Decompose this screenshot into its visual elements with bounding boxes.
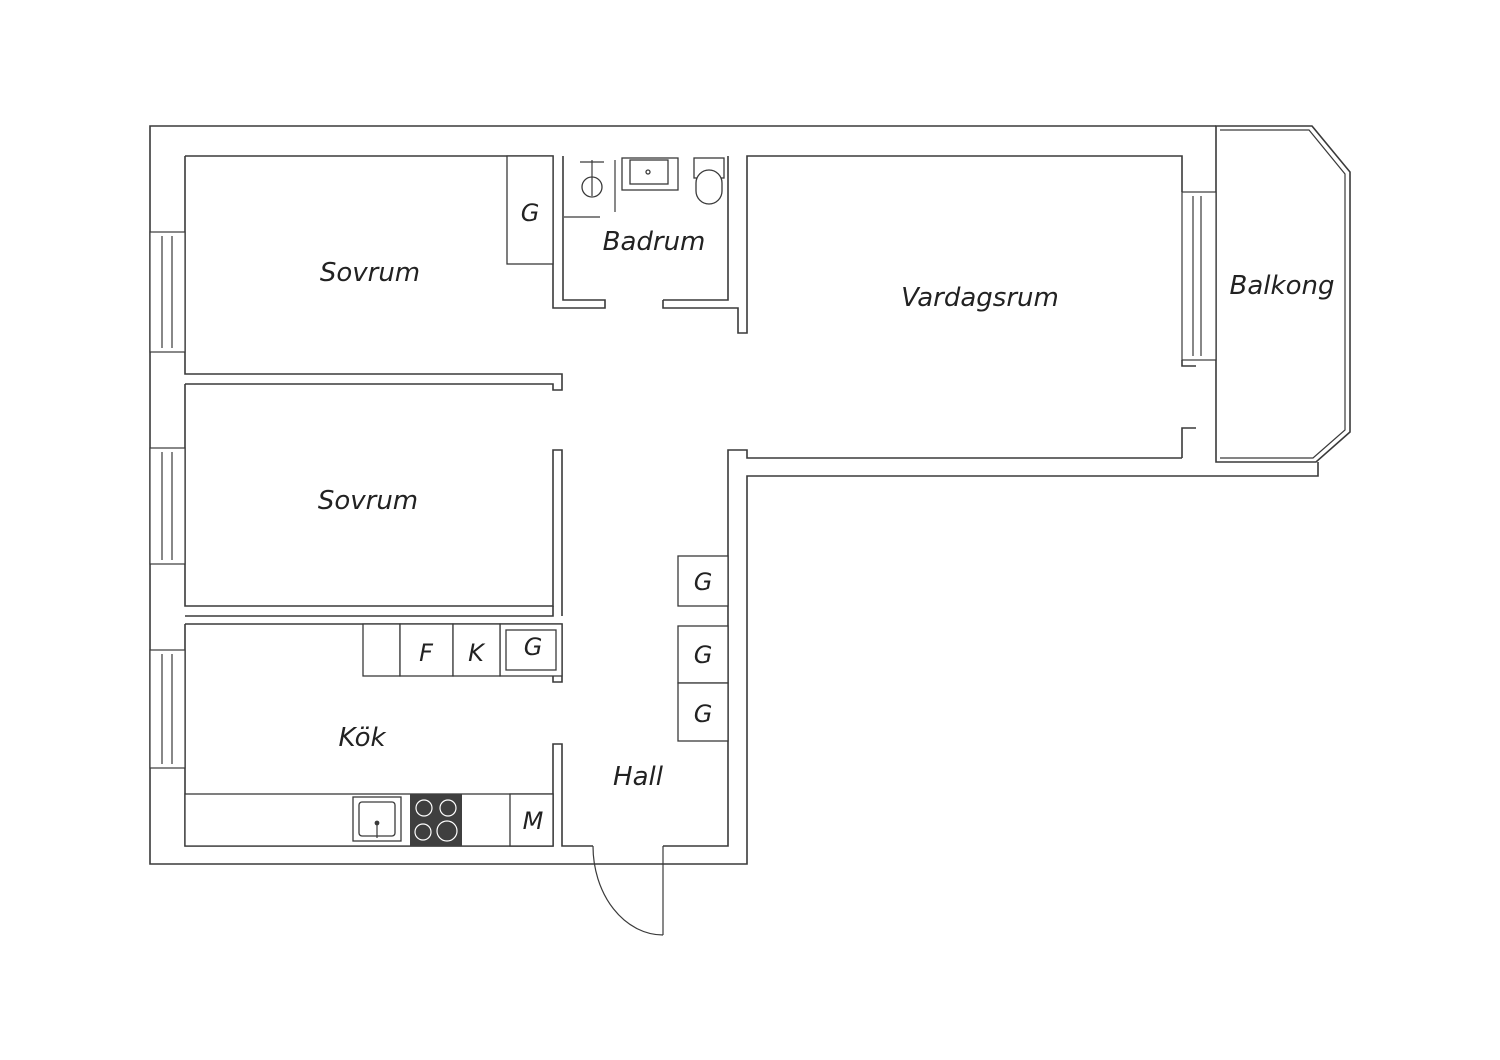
bathroom-fixtures (564, 157, 725, 218)
label-frys: F (419, 639, 434, 667)
label-garderob-hall-3: G (694, 700, 713, 728)
room-labels: Sovrum Badrum Vardagsrum Balkong Sovrum … (318, 227, 1335, 792)
garderob-hall-1 (677, 555, 729, 607)
upper-cabinet (362, 623, 401, 677)
mikro-unit (509, 793, 554, 847)
label-mikro: M (523, 807, 544, 835)
window-kok (149, 649, 186, 769)
garderob-hall-2 (677, 625, 729, 684)
garderob-sovrum (506, 155, 554, 265)
room-label-sovrum-2: Sovrum (318, 486, 418, 516)
storage (499, 155, 729, 742)
label-garderob-sovrum: G (521, 199, 540, 227)
room-label-badrum: Badrum (603, 227, 706, 257)
kitchen-fittings (184, 623, 554, 847)
windows (149, 191, 1217, 769)
room-label-sovrum-1: Sovrum (320, 258, 420, 288)
label-garderob-hall-1: G (694, 568, 713, 596)
room-label-balkong: Balkong (1230, 271, 1335, 301)
label-garderob-hall-2: G (694, 641, 713, 669)
balcony-door (1181, 191, 1217, 361)
label-garderob-kok: G (524, 633, 543, 661)
interior-walls (184, 155, 1196, 847)
fixture-labels: G G G G G F K M (419, 199, 712, 835)
window-sovrum-1 (149, 231, 186, 353)
room-label-vardagsrum: Vardagsrum (901, 283, 1059, 313)
room-label-hall: Hall (613, 762, 664, 792)
label-kyl: K (468, 639, 486, 667)
kyl-unit (452, 623, 501, 677)
balcony-outline (1215, 125, 1351, 463)
outer-walls (149, 125, 1351, 865)
room-label-kok: Kök (338, 723, 386, 753)
window-sovrum-2 (149, 447, 186, 565)
entrance-door (592, 845, 664, 936)
garderob-hall-3 (677, 682, 729, 742)
